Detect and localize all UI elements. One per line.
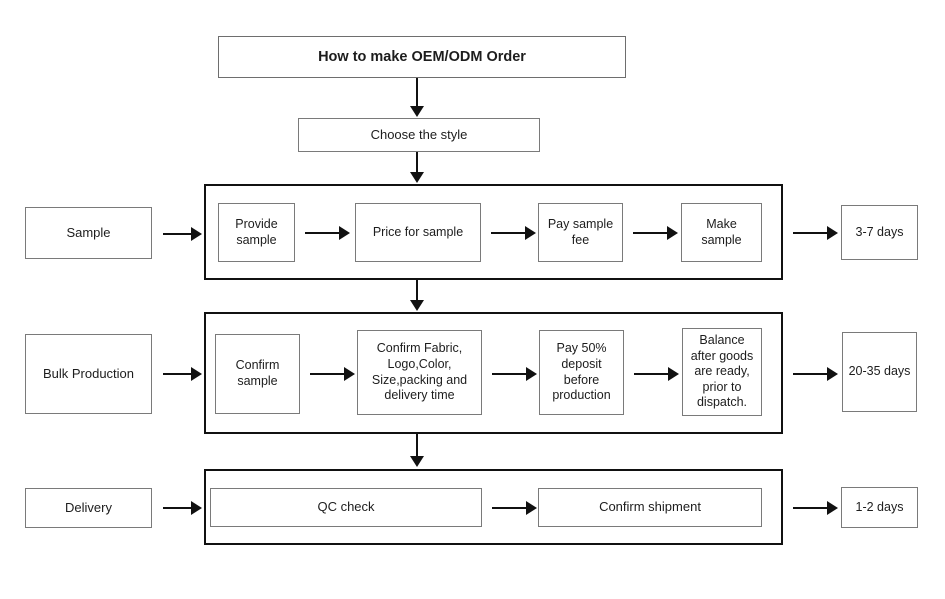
duration-bulk-production: 20-35 days bbox=[842, 332, 917, 412]
connector-choose-to-sample-arrowhead bbox=[410, 172, 424, 183]
arrow-bulk-2-to-3 bbox=[492, 366, 540, 382]
arrow-delivery-1-to-2 bbox=[492, 500, 540, 516]
arrow-delivery-group-to-duration bbox=[793, 500, 841, 516]
step-confirm-shipment: Confirm shipment bbox=[538, 488, 762, 527]
flowchart-title-box: How to make OEM/ODM Order bbox=[218, 36, 626, 78]
row-label-bulk-production: Bulk Production bbox=[25, 334, 152, 414]
connector-title-to-choose-arrowhead bbox=[410, 106, 424, 117]
step-confirm-fabric-logo-color: Confirm Fabric, Logo,Color, Size,packing… bbox=[357, 330, 482, 415]
step-price-for-sample: Price for sample bbox=[355, 203, 481, 262]
arrow-sample-2-to-3 bbox=[491, 225, 539, 241]
arrow-sample-label-to-group bbox=[163, 226, 203, 242]
connector-choose-to-sample-line bbox=[416, 152, 418, 174]
arrow-delivery-label-to-group bbox=[163, 500, 203, 516]
arrow-sample-3-to-4 bbox=[633, 225, 681, 241]
arrow-bulk-label-to-group bbox=[163, 366, 203, 382]
duration-sample: 3-7 days bbox=[841, 205, 918, 260]
connector-sample-to-bulk-line bbox=[416, 280, 418, 306]
arrow-sample-group-to-duration bbox=[793, 225, 841, 241]
step-balance-after-goods-ready: Balance after goods are ready, prior to … bbox=[682, 328, 762, 416]
row-label-sample: Sample bbox=[25, 207, 152, 259]
connector-sample-to-bulk-arrowhead bbox=[410, 300, 424, 311]
step-make-sample: Make sample bbox=[681, 203, 762, 262]
row-label-delivery: Delivery bbox=[25, 488, 152, 528]
duration-delivery: 1-2 days bbox=[841, 487, 918, 528]
step-choose-the-style-box: Choose the style bbox=[298, 118, 540, 152]
connector-bulk-to-delivery-line bbox=[416, 434, 418, 462]
arrow-bulk-3-to-4 bbox=[634, 366, 682, 382]
step-pay-50-percent-deposit: Pay 50% deposit before production bbox=[539, 330, 624, 415]
arrow-bulk-group-to-duration bbox=[793, 366, 841, 382]
connector-bulk-to-delivery-arrowhead bbox=[410, 456, 424, 467]
connector-title-to-choose-line bbox=[416, 78, 418, 108]
arrow-sample-1-to-2 bbox=[305, 225, 353, 241]
step-provide-sample: Provide sample bbox=[218, 203, 295, 262]
step-pay-sample-fee: Pay sample fee bbox=[538, 203, 623, 262]
arrow-bulk-1-to-2 bbox=[310, 366, 358, 382]
step-confirm-sample: Confirm sample bbox=[215, 334, 300, 414]
step-qc-check: QC check bbox=[210, 488, 482, 527]
